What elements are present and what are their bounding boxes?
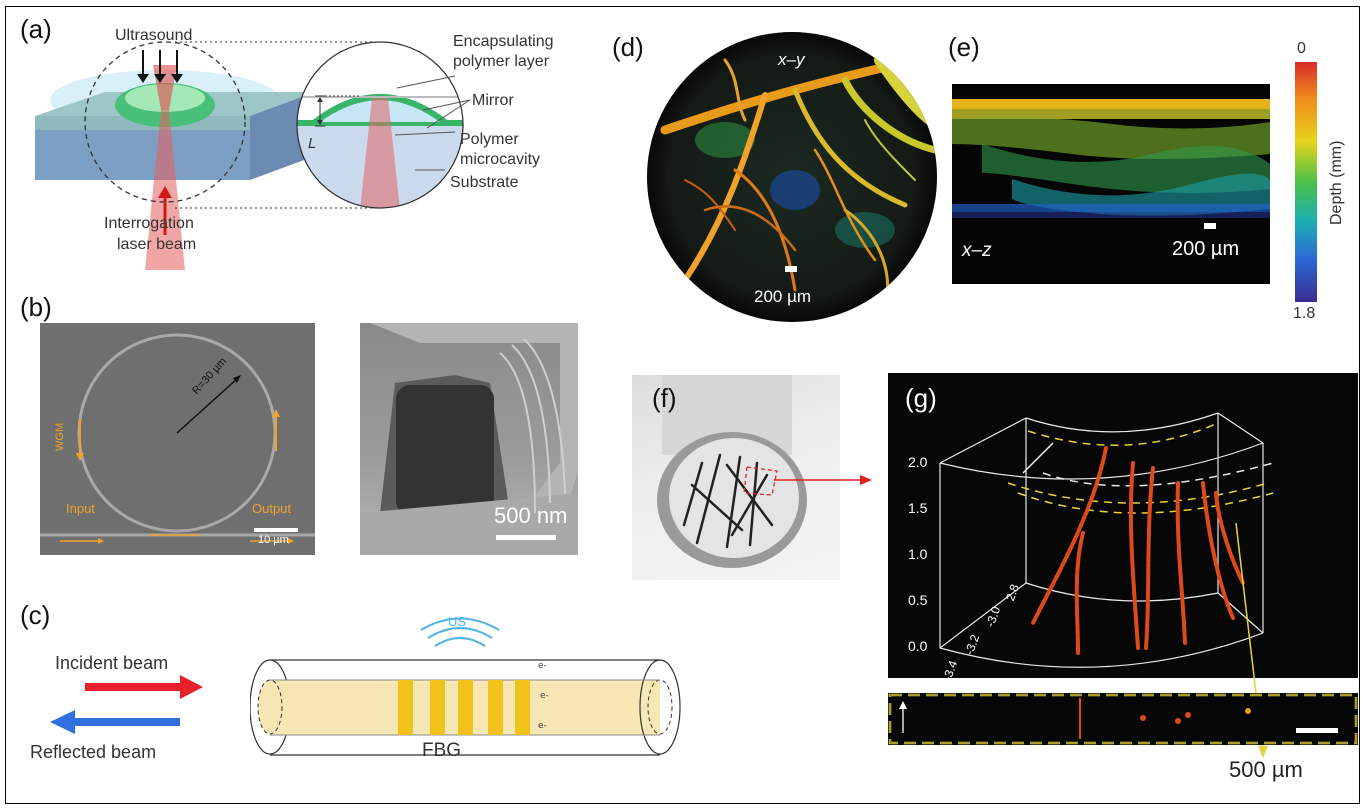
- interrogation-label-line1: Interrogation: [104, 215, 194, 232]
- polymer-label-line2: microcavity: [460, 151, 541, 168]
- colorbar-top-label: 0: [1297, 40, 1306, 57]
- input-label: Input: [66, 501, 95, 516]
- thickness-label: L: [308, 135, 317, 152]
- panel-a-label: (a): [20, 14, 52, 44]
- svg-text:e-: e-: [538, 721, 547, 731]
- encapsulating-label-line2: polymer layer: [453, 53, 550, 70]
- panel-c-label: (c): [20, 600, 51, 630]
- panel-g-label: (g): [905, 383, 937, 413]
- beam-arrows: [50, 675, 203, 734]
- colorbar-bottom-label: 1.8: [1293, 305, 1316, 322]
- reflected-beam-arrow: [70, 718, 180, 726]
- fbg-fiber-schematic: e- e- e-: [250, 617, 681, 756]
- ring-resonator-image: R=30 µm WGM Input Output 10 µm: [40, 323, 315, 555]
- y-tick-0-5: 0.5: [908, 592, 928, 608]
- panel-d-label: (d): [612, 32, 644, 62]
- reflected-beam-label: Reflected beam: [30, 742, 157, 762]
- fbg-label: FBG: [422, 740, 462, 761]
- xz-projection-image: [952, 84, 1270, 284]
- xy-plane-label: x–y: [778, 50, 805, 69]
- svg-text:e-: e-: [538, 661, 547, 671]
- zoom-arrow: [774, 475, 872, 485]
- polymer-label-line1: Polymer: [460, 131, 519, 148]
- y-tick-2-0: 2.0: [908, 454, 928, 470]
- y-tick-0-0: 0.0: [908, 638, 928, 654]
- panel-f-label: (f): [652, 383, 677, 413]
- panel-d-scale-label: 200 µm: [754, 287, 812, 306]
- us-label: US: [448, 614, 467, 629]
- incident-beam-label: Incident beam: [55, 653, 169, 673]
- xz-plane-label: x–z: [962, 240, 992, 261]
- incident-beam-arrow: [85, 683, 185, 691]
- panel-g-scale-label: 500 µm: [1229, 757, 1303, 782]
- encapsulating-label-line1: Encapsulating: [453, 33, 554, 50]
- scale-bar-left-label: 10 µm: [258, 534, 289, 546]
- interrogation-label-line2: laser beam: [117, 236, 197, 253]
- ultrasound-label: Ultrasound: [115, 27, 193, 44]
- substrate-label: Substrate: [450, 174, 519, 191]
- svg-text:e-: e-: [540, 691, 549, 701]
- panel-b-label: (b): [20, 292, 52, 322]
- 3d-vessel-image: [888, 373, 1358, 758]
- phantom-photo: [632, 375, 840, 580]
- panel-e-label: (e): [948, 32, 980, 62]
- output-label: Output: [252, 501, 292, 516]
- waveguide-image: 500 nm: [360, 323, 578, 555]
- mirror-label: Mirror: [472, 92, 514, 109]
- wgm-label: WGM: [54, 422, 66, 451]
- panel-e-scale-label: 200 µm: [1172, 238, 1240, 260]
- colorbar-title: Depth (mm): [1328, 140, 1345, 225]
- xy-projection-image: [647, 32, 937, 322]
- y-tick-1-0: 1.0: [908, 546, 928, 562]
- depth-colorbar: [1295, 62, 1317, 302]
- panel-a-schematic: [35, 41, 471, 270]
- y-tick-1-5: 1.5: [908, 500, 928, 516]
- scale-bar-right-label: 500 nm: [494, 503, 568, 528]
